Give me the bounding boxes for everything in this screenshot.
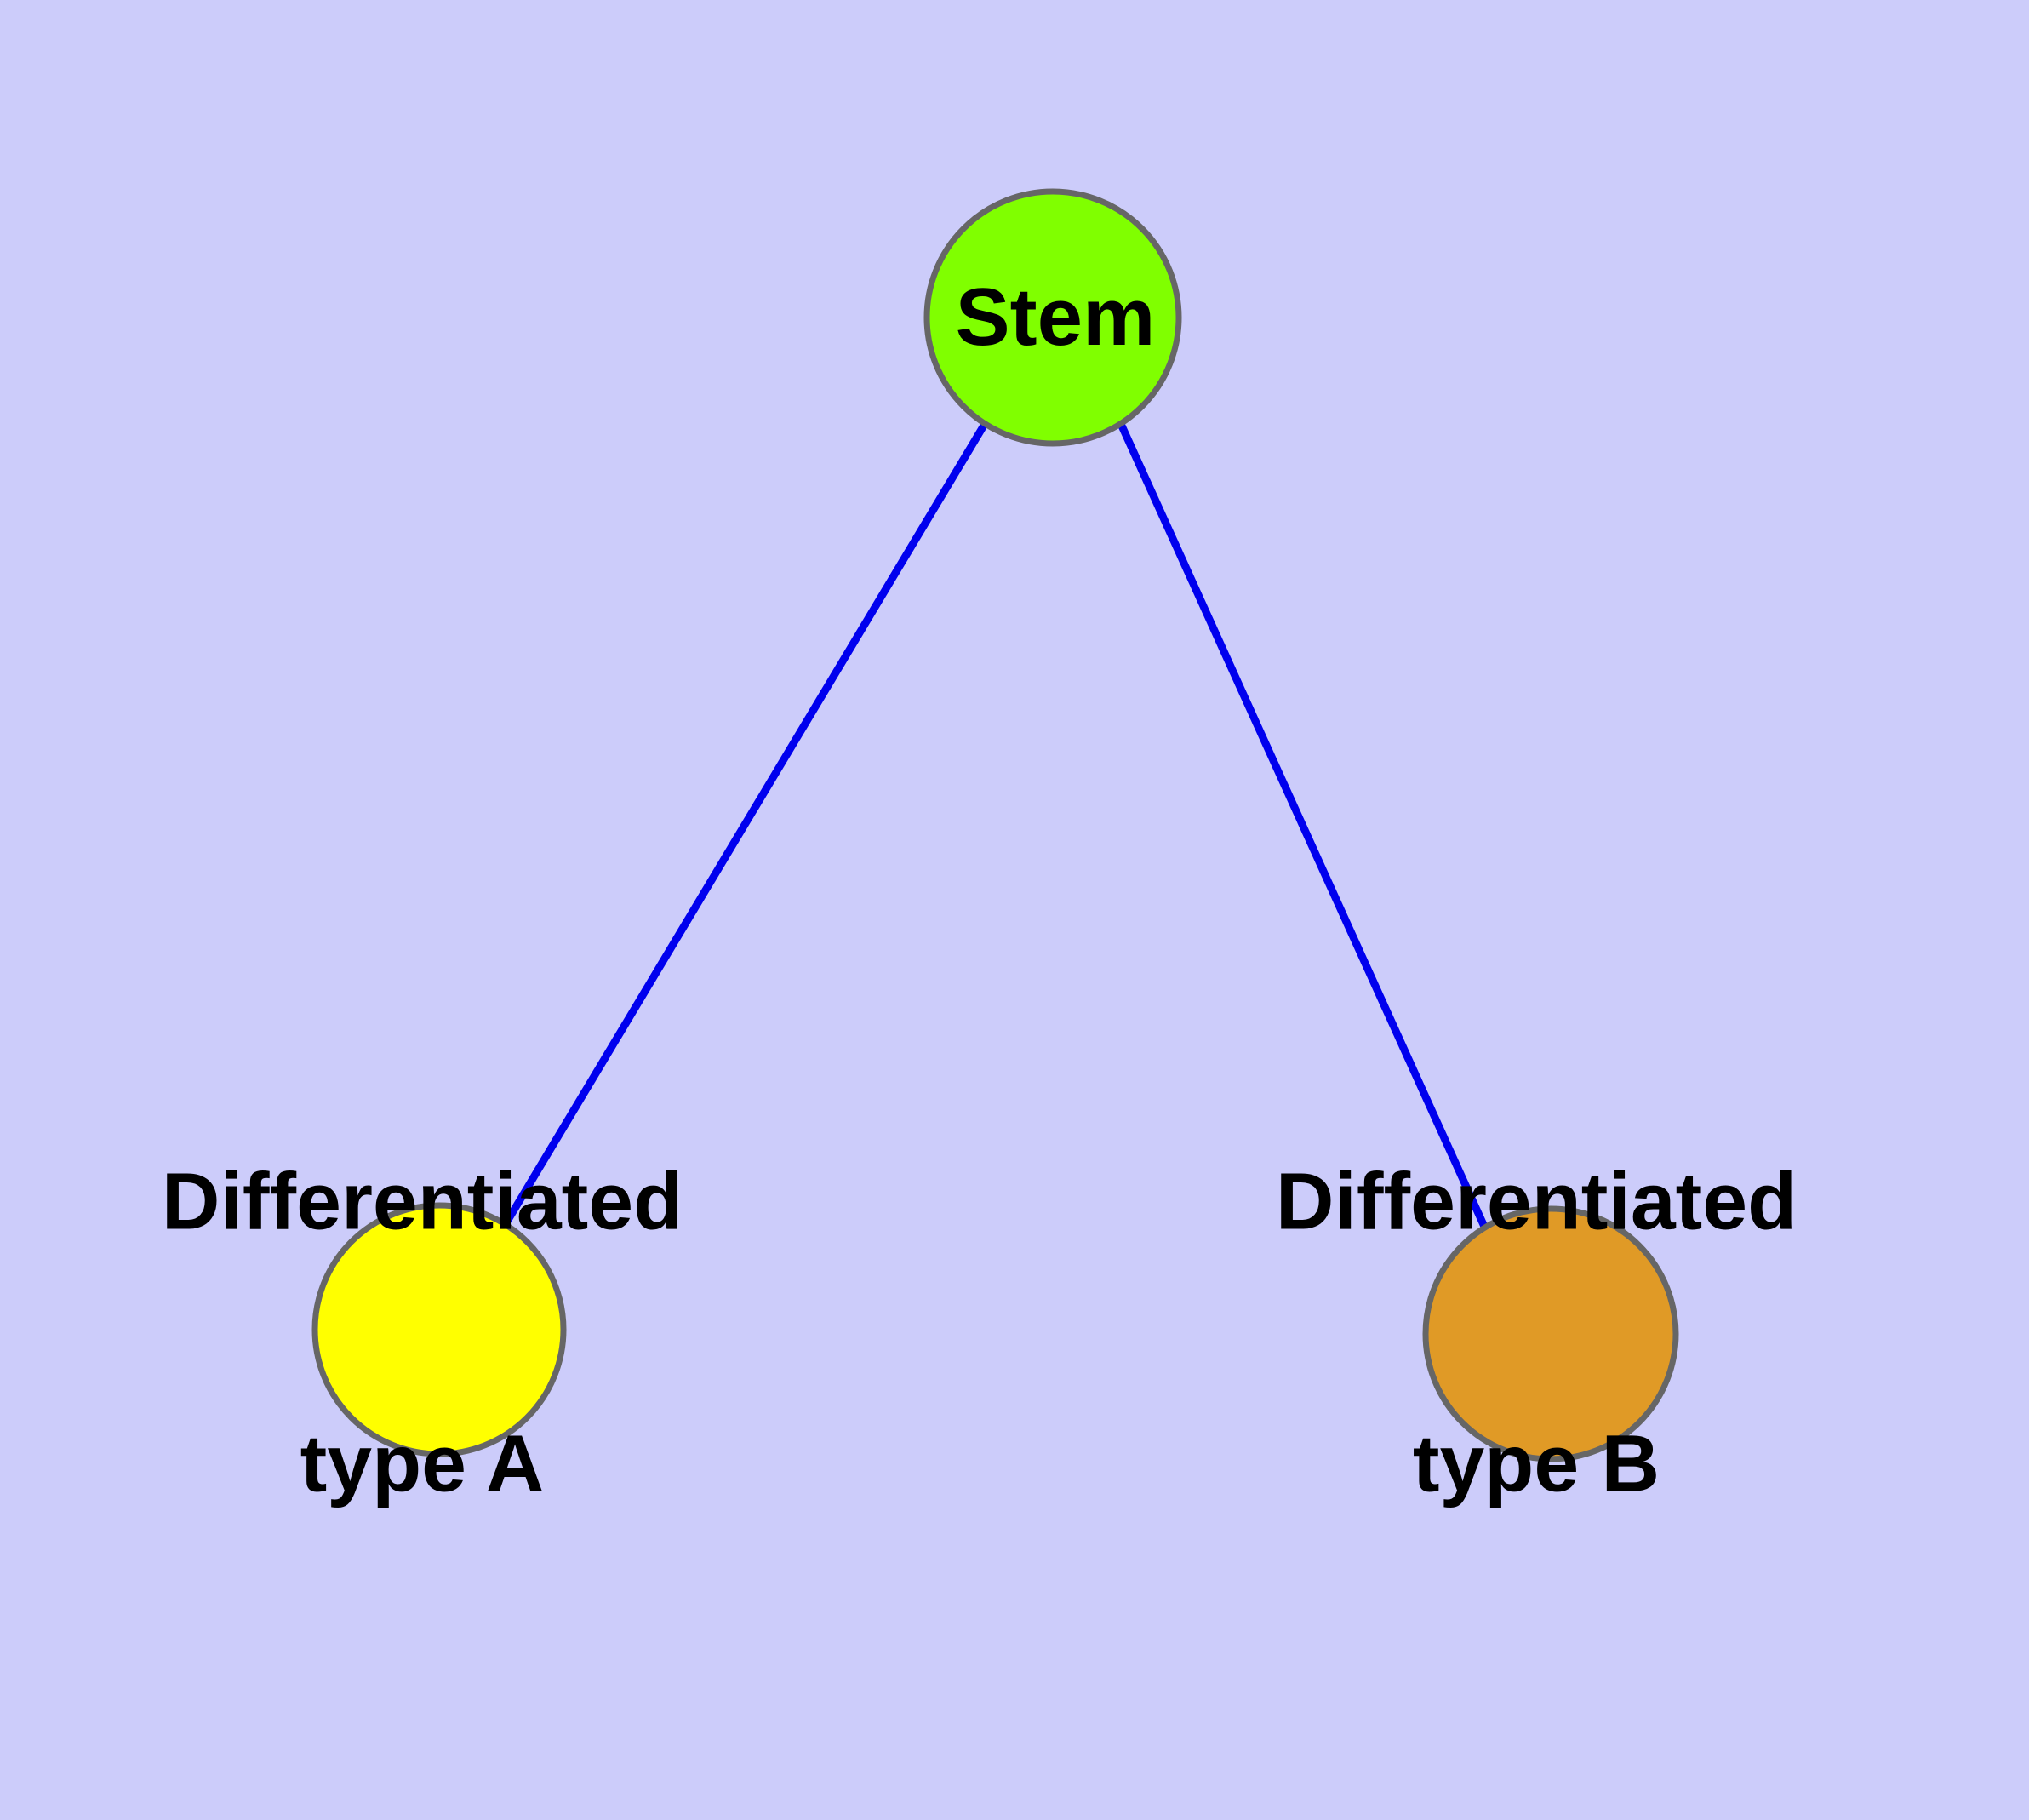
edge-stem-to-differentiated-type-a — [502, 421, 988, 1227]
node-circle-differentiated-type-b[interactable] — [1422, 1205, 1679, 1462]
edge-layer — [502, 421, 1489, 1230]
node-layer — [311, 188, 1679, 1462]
node-circle-differentiated-type-a[interactable] — [311, 1202, 567, 1457]
node-circle-stem[interactable] — [923, 188, 1182, 447]
edge-stem-to-differentiated-type-b — [1117, 422, 1489, 1230]
